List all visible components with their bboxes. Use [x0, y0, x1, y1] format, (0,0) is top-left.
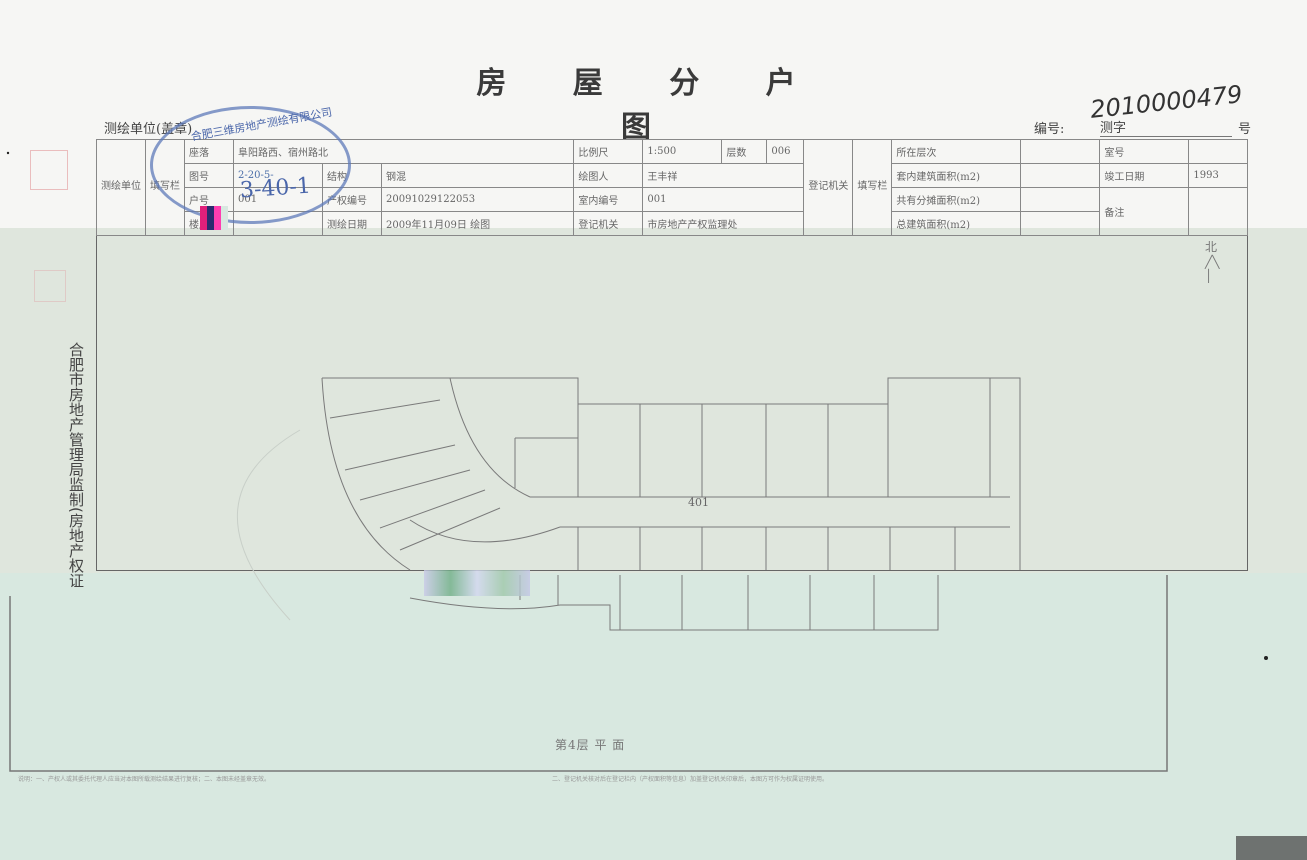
- number-suffix: 号: [1238, 122, 1252, 137]
- survey-date-label: 测绘日期: [322, 211, 382, 236]
- survey-date-value: 2009年11月09日 绘图: [380, 211, 575, 236]
- side-fill2-cell: 填写栏: [852, 139, 893, 236]
- floor-plan-label: 第4层 平 面: [555, 738, 626, 752]
- scan-artifact: [424, 570, 530, 596]
- number-underline: [1100, 136, 1232, 137]
- remark-label: 备注: [1099, 187, 1190, 236]
- completion-value: 1993: [1188, 163, 1248, 188]
- total-area-label: 总建筑面积(m2): [891, 211, 1022, 236]
- document-title: 房 屋 分 户 图: [476, 66, 824, 145]
- scale-value: 1:500: [642, 139, 723, 164]
- red-seal-mark-faint: [34, 270, 66, 302]
- number-label: 编号:: [1034, 122, 1065, 137]
- footnote-left: 说明：一、产权人或其委托代理人应当对本图所载测绘结果进行复核；二、本图未经盖章无…: [18, 776, 271, 783]
- floors-label: 层数: [721, 139, 768, 164]
- floor-at-label: 所在层次: [891, 139, 1022, 164]
- floors-value: 006: [766, 139, 805, 164]
- paper-tint-band: [0, 228, 1307, 573]
- paper-tint-band-lower: [0, 573, 1307, 860]
- room-label: 室号: [1099, 139, 1190, 164]
- room-value: [1188, 139, 1248, 164]
- inner-area-value: [1020, 163, 1101, 188]
- company-stamp: [150, 106, 351, 224]
- number-type: 测字: [1100, 121, 1127, 136]
- scan-edge: [1236, 836, 1307, 860]
- reg-office-value: 市房地产产权监理处: [642, 211, 805, 236]
- side-vertical-text: 合肥市房地产管理局监制(房地产权证: [67, 342, 84, 588]
- drafter-value: 王丰祥: [642, 163, 805, 188]
- total-area-value: [1020, 211, 1101, 236]
- floor-at-value: [1020, 139, 1101, 164]
- room-no-value: 001: [642, 187, 805, 212]
- scan-artifact: [200, 206, 228, 230]
- room-no-label: 室内编号: [573, 187, 644, 212]
- property-code-value: 20091029122053: [380, 187, 575, 212]
- north-arrow-icon: 北╱╲│: [1205, 240, 1220, 283]
- footnote-right: 二、登记机关核对后在登记栏内（产权面积等信息）加盖登记机关印章后，本图方可作为权…: [552, 776, 829, 783]
- side-survey-cell: 测绘单位: [96, 139, 146, 236]
- table-row: 楼层 测绘日期 2009年11月09日 绘图 登记机关 市房地产产权监理处 总建…: [97, 211, 1248, 236]
- remark-value: [1188, 187, 1248, 236]
- scale-label: 比例尺: [573, 139, 644, 164]
- room-number-label: 401: [688, 496, 709, 509]
- side-reg-cell: 登记机关: [803, 139, 854, 236]
- red-seal-mark: [30, 150, 68, 190]
- table-row: 图号 2-20-5- 结构 钢混 绘图人 王丰祥 套内建筑面积(m2) 竣工日期…: [97, 163, 1248, 188]
- drafter-label: 绘图人: [573, 163, 644, 188]
